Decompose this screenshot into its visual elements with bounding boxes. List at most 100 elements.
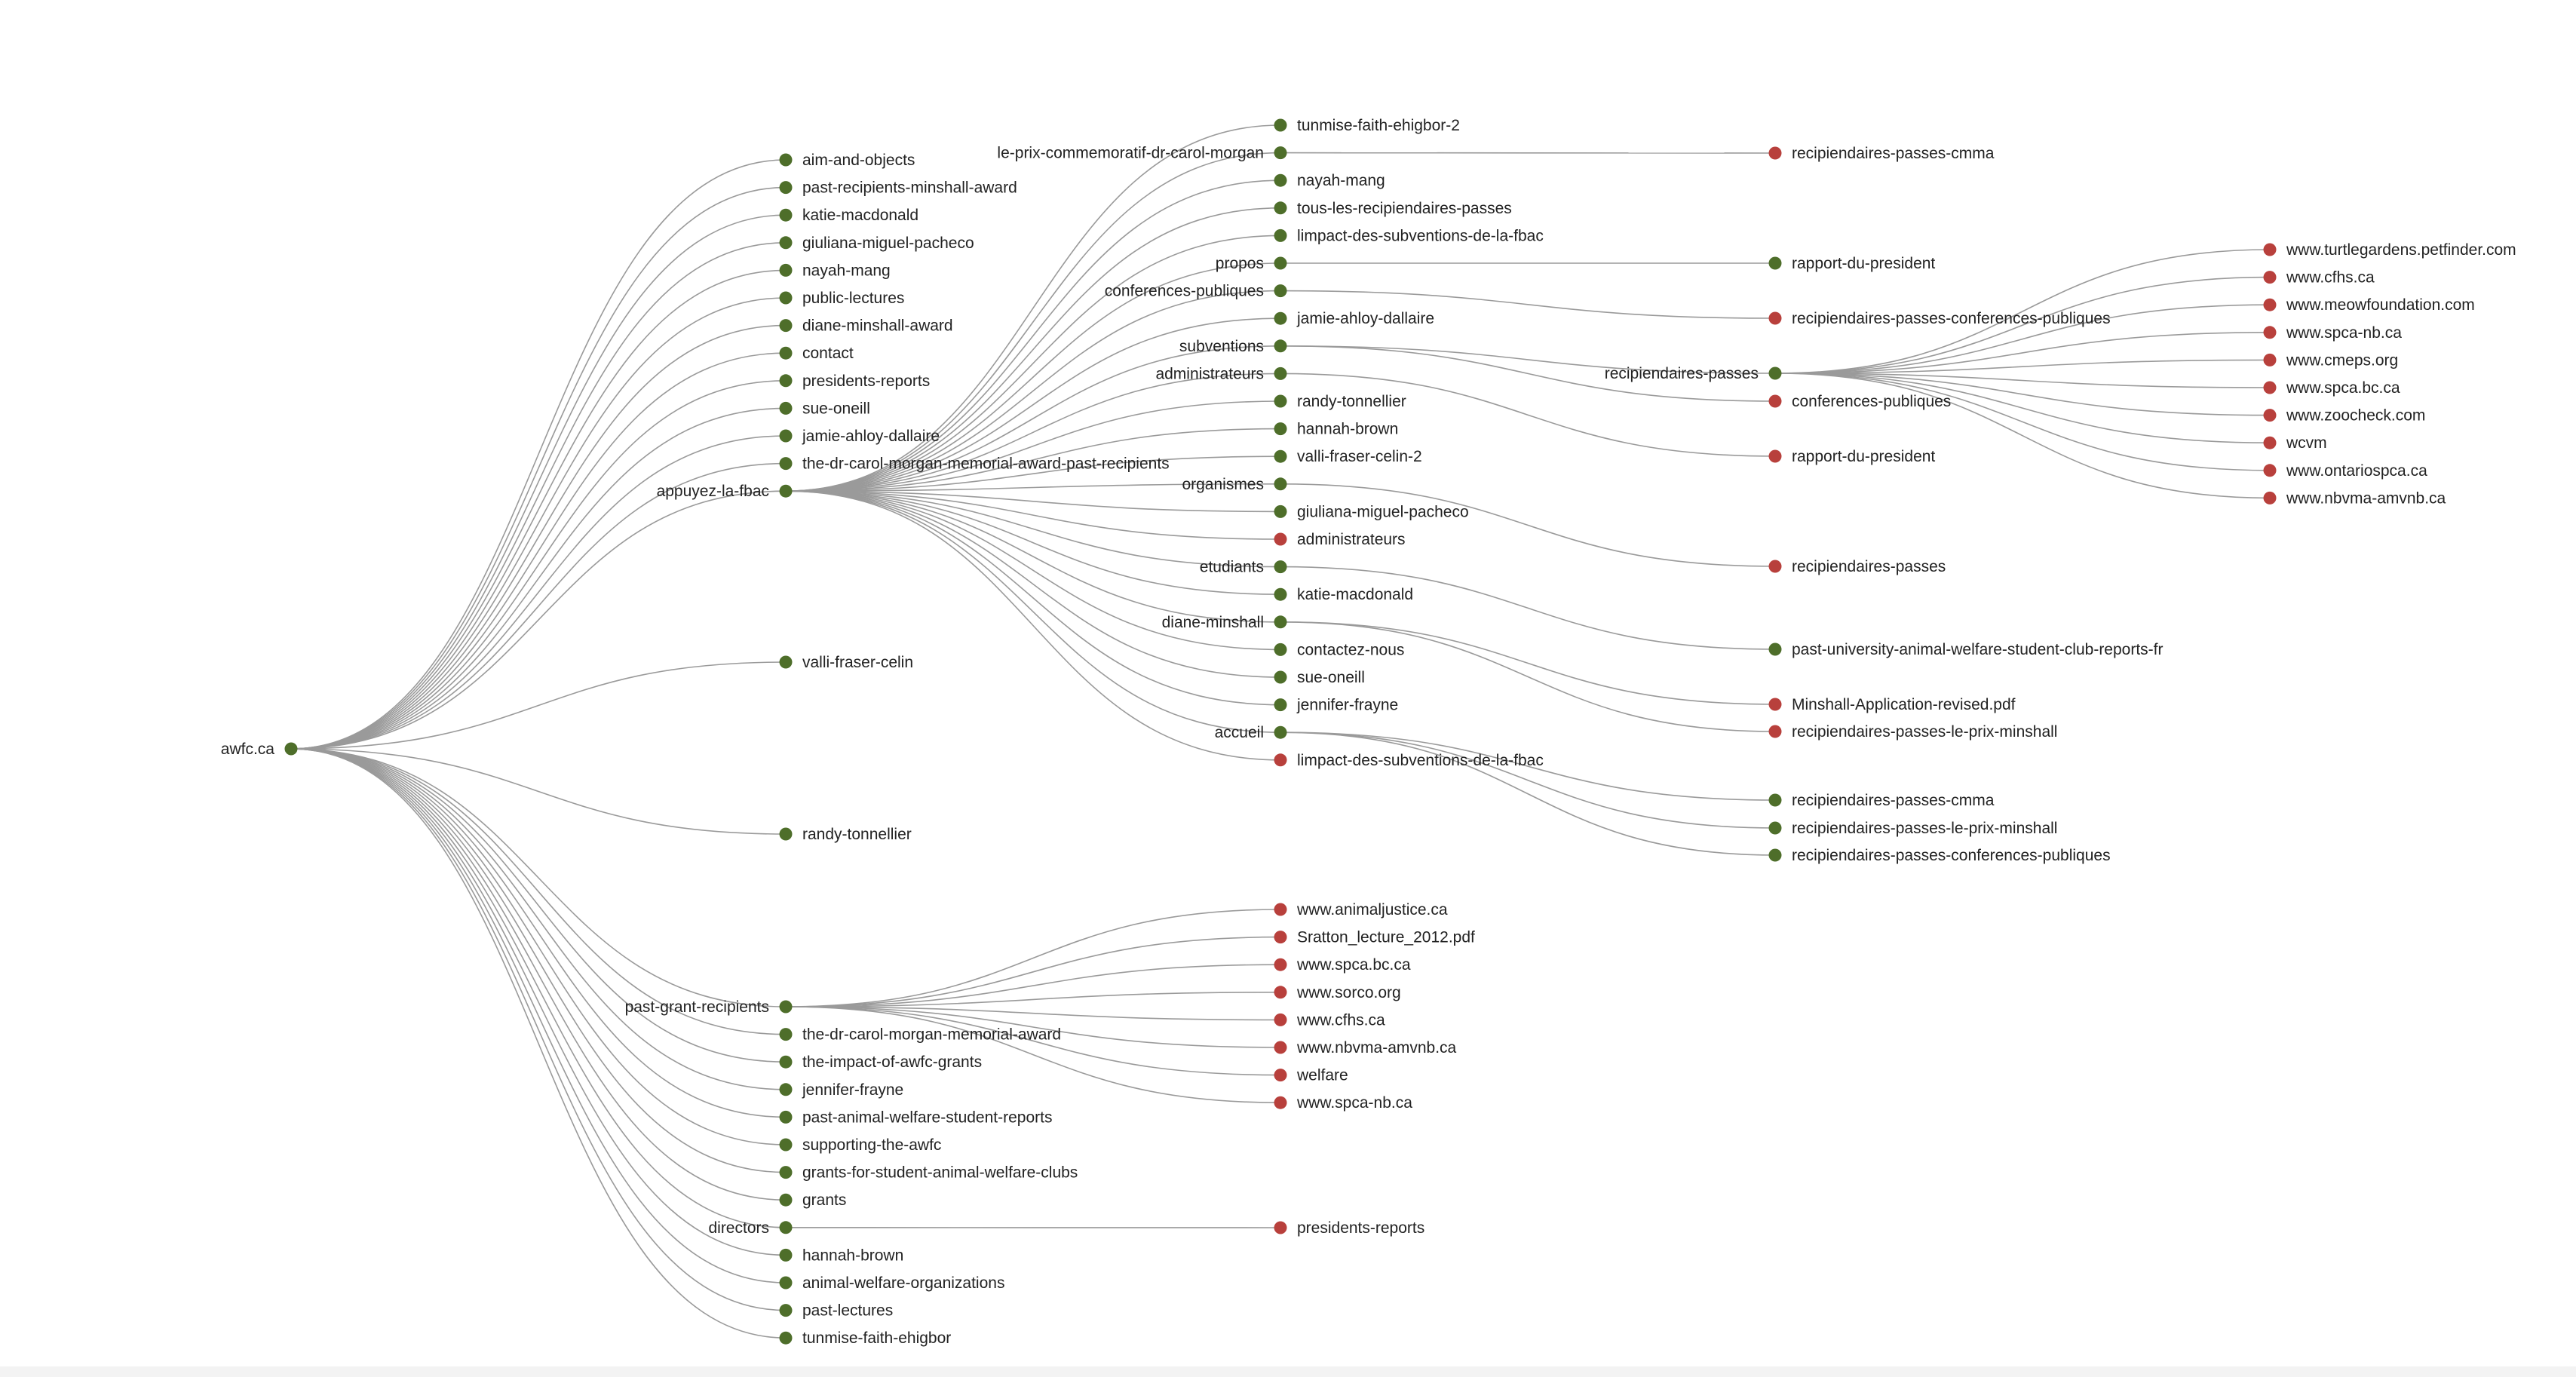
external-link-dot[interactable] — [2263, 271, 2277, 284]
tree-node[interactable]: valli-fraser-celin-2 — [1274, 448, 1422, 465]
external-link-dot[interactable] — [2263, 409, 2277, 422]
tree-node[interactable]: katie-macdonald — [779, 207, 919, 224]
internal-page-dot[interactable] — [779, 1138, 793, 1152]
tree-node[interactable]: recipiendaires-passes-le-prix-minshall — [1768, 820, 2058, 837]
external-link-dot[interactable] — [1274, 753, 1287, 767]
external-link-dot[interactable] — [2263, 298, 2277, 311]
tree-node[interactable]: www.zoocheck.com — [2263, 407, 2426, 425]
tree-node[interactable]: limpact-des-subventions-de-la-fbac — [1274, 752, 1544, 769]
tree-node[interactable]: contact — [779, 345, 854, 362]
tree-node[interactable]: past-animal-welfare-student-reports — [779, 1109, 1053, 1126]
internal-page-dot[interactable] — [1274, 173, 1287, 187]
tree-node[interactable]: recipiendaires-passes-le-prix-minshall — [1768, 723, 2058, 741]
tree-node[interactable]: www.spca-nb.ca — [2263, 324, 2403, 342]
internal-page-dot[interactable] — [779, 1248, 793, 1262]
internal-page-dot[interactable] — [1274, 449, 1287, 463]
tree-node[interactable]: diane-minshall-award — [779, 317, 953, 335]
internal-page-dot[interactable] — [779, 208, 793, 222]
internal-page-dot[interactable] — [1274, 670, 1287, 684]
internal-page-dot[interactable] — [284, 742, 298, 756]
external-link-dot[interactable] — [1274, 931, 1287, 944]
internal-page-dot[interactable] — [1274, 725, 1287, 739]
tree-node[interactable]: subventions — [1179, 338, 1287, 355]
internal-page-dot[interactable] — [1274, 339, 1287, 353]
internal-page-dot[interactable] — [779, 1055, 793, 1069]
internal-page-dot[interactable] — [1274, 642, 1287, 656]
tree-node[interactable]: aim-and-objects — [779, 152, 915, 169]
tree-node[interactable]: www.nbvma-amvnb.ca — [1274, 1039, 1457, 1057]
internal-page-dot[interactable] — [779, 1193, 793, 1207]
tree-node[interactable]: administrateurs — [1155, 365, 1287, 382]
tree-node[interactable]: awfc.ca — [221, 741, 298, 758]
tree-node[interactable]: recipiendaires-passes-conferences-publiq… — [1768, 310, 2111, 327]
internal-page-dot[interactable] — [779, 429, 793, 443]
external-link-dot[interactable] — [1768, 146, 1782, 160]
tree-node[interactable]: www.cfhs.ca — [2263, 269, 2375, 287]
external-link-dot[interactable] — [1274, 986, 1287, 999]
external-link-dot[interactable] — [1274, 1069, 1287, 1082]
tree-node[interactable]: diane-minshall — [1162, 614, 1287, 631]
external-link-dot[interactable] — [1274, 532, 1287, 546]
external-link-dot[interactable] — [1768, 394, 1782, 408]
external-link-dot[interactable] — [1274, 1013, 1287, 1026]
tree-node[interactable]: nayah-mang — [779, 262, 891, 279]
tree-node[interactable]: jennifer-frayne — [779, 1081, 904, 1099]
external-link-dot[interactable] — [1274, 1221, 1287, 1234]
internal-page-dot[interactable] — [1274, 422, 1287, 436]
internal-page-dot[interactable] — [779, 319, 793, 333]
tree-node[interactable]: the-dr-carol-morgan-memorial-award-past-… — [779, 455, 1170, 473]
tree-node[interactable]: accueil — [1215, 724, 1287, 741]
tree-node[interactable]: sue-oneill — [779, 400, 870, 417]
internal-page-dot[interactable] — [1274, 698, 1287, 712]
internal-page-dot[interactable] — [1274, 201, 1287, 215]
internal-page-dot[interactable] — [779, 1083, 793, 1096]
tree-node[interactable]: conferences-publiques — [1105, 283, 1287, 300]
tree-node[interactable]: grants-for-student-animal-welfare-clubs — [779, 1164, 1078, 1182]
tree-node[interactable]: www.cmeps.org — [2263, 351, 2399, 369]
internal-page-dot[interactable] — [779, 181, 793, 195]
tree-node[interactable]: animal-welfare-organizations — [779, 1274, 1005, 1292]
external-link-dot[interactable] — [2263, 436, 2277, 449]
external-link-dot[interactable] — [1274, 1096, 1287, 1109]
tree-node[interactable]: past-lectures — [779, 1302, 894, 1320]
internal-page-dot[interactable] — [1274, 615, 1287, 629]
tree-node[interactable]: recipiendaires-passes — [1605, 365, 1782, 382]
tree-node[interactable]: www.ontariospca.ca — [2263, 462, 2428, 480]
internal-page-dot[interactable] — [779, 1331, 793, 1345]
external-link-dot[interactable] — [1768, 449, 1782, 463]
tree-node[interactable]: past-recipients-minshall-award — [779, 179, 1017, 197]
external-link-dot[interactable] — [1768, 560, 1782, 573]
tree-node[interactable]: www.cfhs.ca — [1274, 1011, 1386, 1029]
tree-node[interactable]: www.spca.bc.ca — [2263, 379, 2400, 397]
tree-node[interactable]: the-impact-of-awfc-grants — [779, 1053, 983, 1071]
tree-node[interactable]: recipiendaires-passes-conferences-publiq… — [1768, 847, 2111, 864]
tree-node[interactable]: giuliana-miguel-pacheco — [779, 235, 974, 252]
tree-node[interactable]: rapport-du-president — [1768, 448, 1936, 465]
internal-page-dot[interactable] — [779, 1166, 793, 1179]
internal-page-dot[interactable] — [1274, 256, 1287, 270]
tree-node[interactable]: giuliana-miguel-pacheco — [1274, 503, 1469, 520]
external-link-dot[interactable] — [1274, 1041, 1287, 1054]
tree-node[interactable]: jamie-ahloy-dallaire — [1274, 310, 1435, 327]
internal-page-dot[interactable] — [779, 457, 793, 471]
internal-page-dot[interactable] — [1274, 228, 1287, 242]
tree-node[interactable]: hannah-brown — [1274, 421, 1399, 438]
external-link-dot[interactable] — [1274, 958, 1287, 971]
internal-page-dot[interactable] — [1274, 311, 1287, 325]
internal-page-dot[interactable] — [1274, 118, 1287, 132]
internal-page-dot[interactable] — [779, 401, 793, 415]
tree-node[interactable]: recipiendaires-passes — [1768, 558, 1946, 575]
external-link-dot[interactable] — [2263, 381, 2277, 394]
tree-node[interactable]: presidents-reports — [1274, 1219, 1425, 1237]
internal-page-dot[interactable] — [779, 827, 793, 841]
internal-page-dot[interactable] — [1274, 477, 1287, 491]
internal-page-dot[interactable] — [1768, 256, 1782, 270]
internal-page-dot[interactable] — [779, 1028, 793, 1041]
tree-node[interactable]: jennifer-frayne — [1274, 697, 1399, 714]
external-link-dot[interactable] — [1768, 311, 1782, 325]
internal-page-dot[interactable] — [1768, 848, 1782, 862]
external-link-dot[interactable] — [2263, 491, 2277, 504]
internal-page-dot[interactable] — [779, 655, 793, 669]
internal-page-dot[interactable] — [779, 236, 793, 250]
internal-page-dot[interactable] — [779, 484, 793, 498]
